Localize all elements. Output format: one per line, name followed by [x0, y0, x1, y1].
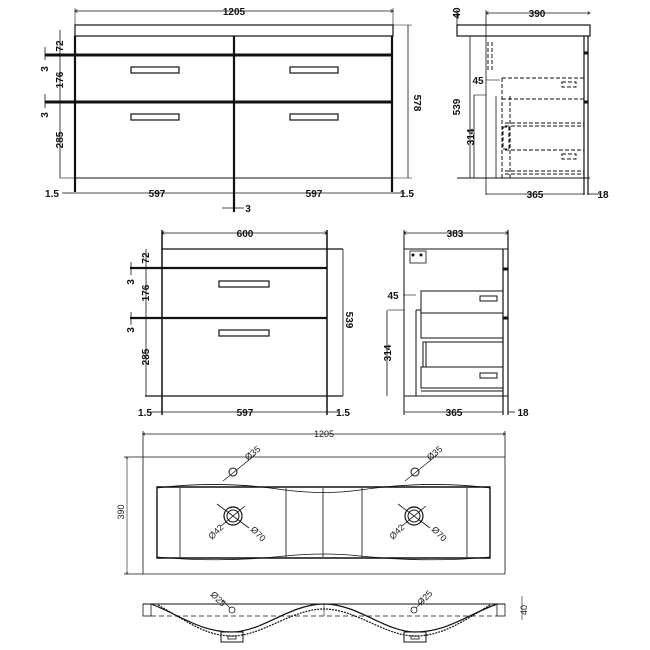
body-depth-label: 365	[446, 408, 463, 419]
tap-hole-right-label: Ø35	[425, 444, 444, 463]
handle	[218, 329, 270, 337]
handle	[130, 113, 180, 121]
drawer-inset-label: 45	[387, 291, 399, 302]
basin-width-label: 1205	[314, 429, 334, 439]
door-thickness-label: 18	[517, 408, 529, 419]
gap1-label: 3	[40, 66, 51, 72]
height-label: 539	[343, 312, 354, 329]
gap2-label: 3	[126, 327, 137, 333]
handle	[289, 113, 339, 121]
gap2-label: 3	[40, 112, 51, 118]
basin-plan-labels: 1205 390 Ø35 Ø35 Ø42 Ø70 Ø42 Ø70	[116, 429, 449, 543]
top-rail-label: 72	[141, 252, 152, 264]
side-double-labels: 390 40 539 45 314 365 18	[452, 7, 609, 201]
front-double-view	[44, 8, 412, 212]
basin-depth-label: 390	[116, 504, 126, 519]
drawer-top-label: 176	[141, 284, 152, 301]
overflow-left-label: Ø25	[209, 589, 228, 608]
lower-height-label: 314	[383, 344, 394, 361]
unit-label: 597	[237, 408, 254, 419]
countertop-outline	[74, 24, 394, 37]
drawer-top-label: 176	[55, 71, 66, 88]
waste-outer-right-label: Ø70	[430, 524, 449, 543]
side-right-label: 1.5	[400, 189, 414, 200]
overflow-right-label: Ø25	[415, 588, 434, 607]
drawer-bottom-label: 285	[55, 131, 66, 148]
height-total-label: 578	[411, 95, 422, 112]
section-thickness-label: 40	[519, 605, 529, 615]
drawer-inset-label: 45	[472, 76, 484, 87]
depth-top-label: 390	[529, 9, 546, 20]
side-single-labels: 383 45 314 365 18	[383, 229, 529, 419]
gap1-label: 3	[126, 279, 137, 285]
width-total-label: 600	[237, 229, 254, 240]
handle	[130, 66, 180, 74]
unit-right-label: 597	[306, 189, 323, 200]
lower-height-label: 314	[466, 128, 477, 145]
front-double-labels: 1205 72 3 176 3 285 578 1.5 597 597 1.5 …	[40, 7, 422, 215]
depth-label: 383	[447, 229, 464, 240]
top-rail-label: 72	[55, 40, 66, 52]
front-single-view	[130, 230, 344, 415]
side-right-label: 1.5	[336, 408, 350, 419]
door-thickness-label: 18	[597, 190, 609, 201]
side-left-label: 1.5	[45, 189, 59, 200]
drawer-bottom-label: 285	[141, 348, 152, 365]
handle	[289, 66, 339, 74]
basin-section-view	[142, 596, 523, 643]
top-thickness-label: 40	[452, 7, 463, 19]
waste-outer-left-label: Ø70	[249, 524, 268, 543]
body-depth-label: 365	[527, 190, 544, 201]
unit-left-label: 597	[149, 189, 166, 200]
height-label: 539	[452, 98, 463, 115]
basin-plan-view	[124, 431, 505, 574]
side-double-view	[456, 10, 600, 195]
side-single-view	[386, 230, 515, 415]
tap-hole-left-label: Ø35	[243, 444, 262, 463]
side-left-label: 1.5	[138, 408, 152, 419]
width-total-label: 1205	[223, 7, 246, 18]
center-gap-label: 3	[245, 204, 251, 215]
front-single-labels: 600 72 3 176 3 285 539 1.5 597 1.5	[126, 229, 354, 419]
handle	[218, 280, 270, 288]
